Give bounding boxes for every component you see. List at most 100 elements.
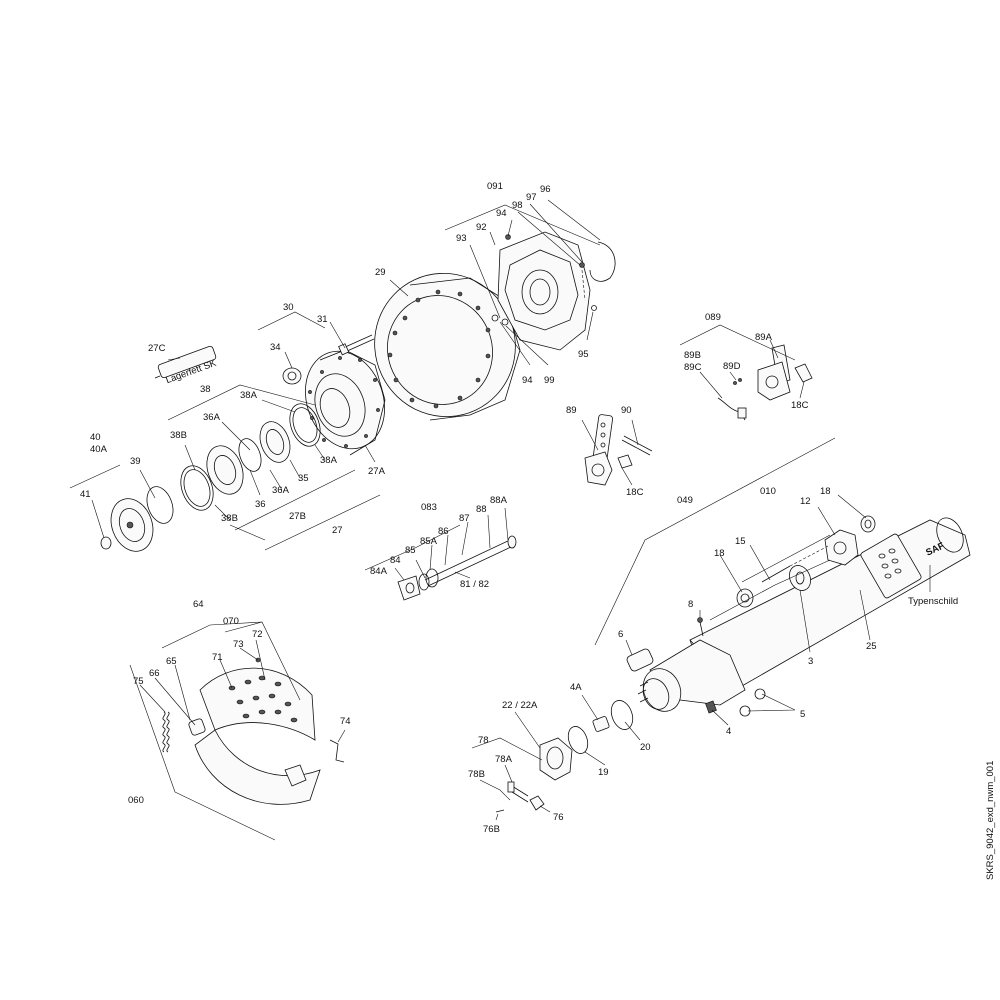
callout-label: 40	[90, 432, 101, 443]
callout-label: 25	[866, 641, 877, 652]
callout-label: 38A	[240, 390, 258, 401]
callout-label: 091	[487, 181, 503, 192]
callout-label: 36	[255, 499, 266, 510]
wheel-hub	[305, 349, 386, 456]
hub-cap	[100, 486, 174, 552]
brake-drum	[374, 272, 521, 421]
callout-label: 93	[456, 233, 467, 244]
wheel-nut	[282, 367, 302, 385]
callout-label: 36A	[272, 485, 290, 496]
callout-label: 31	[317, 314, 328, 325]
callout-label: 84A	[370, 566, 388, 577]
callout-label: 85A	[420, 536, 438, 547]
callout-label: 20	[640, 742, 651, 753]
callout-label: 4A	[570, 682, 582, 693]
brake-shoe-upper	[188, 657, 316, 741]
callout-label: 35	[298, 473, 309, 484]
callout-label: 18	[820, 486, 831, 497]
callout-label: 36A	[203, 412, 221, 423]
callout-label: 5	[800, 709, 805, 720]
callout-label: 38	[200, 384, 211, 395]
cam-bracket	[736, 515, 876, 608]
callout-label: 94	[496, 208, 507, 219]
callout-label: 96	[540, 184, 551, 195]
return-springs	[162, 711, 345, 763]
bearing-set	[180, 403, 321, 511]
typenschild-label: Typenschild	[908, 596, 958, 607]
callout-label: 8	[688, 599, 693, 610]
stub-axle	[626, 639, 746, 712]
callout-label: 3	[808, 656, 813, 667]
callout-label: 86	[438, 526, 449, 537]
callout-label: 15	[735, 536, 746, 547]
callout-label: 89	[566, 405, 577, 416]
callout-label: 71	[212, 652, 223, 663]
callout-label: 76	[553, 812, 564, 823]
dust-shield	[491, 231, 616, 351]
callout-label: 40A	[90, 444, 108, 455]
callout-label: 95	[578, 349, 589, 360]
callout-label: 76B	[483, 824, 500, 835]
callout-label: 92	[476, 222, 487, 233]
callout-label: 78B	[468, 769, 485, 780]
drawing-id: SKRS_9042_exd_nwm_001	[985, 761, 996, 880]
brake-shoe-lower	[194, 729, 321, 805]
callout-label: 74	[340, 716, 351, 727]
callout-label: 94	[522, 375, 533, 386]
callout-label: 81 / 82	[460, 579, 489, 590]
callout-label: 87	[459, 513, 470, 524]
callout-label: 41	[80, 489, 91, 500]
callout-label: 12	[800, 496, 811, 507]
callout-label: 010	[760, 486, 776, 497]
callout-label: 19	[598, 767, 609, 778]
leader-lines	[69, 199, 931, 841]
callout-label: 85	[405, 545, 416, 556]
callout-label: 6	[618, 629, 623, 640]
callout-label: 38A	[320, 455, 338, 466]
callout-label: 72	[252, 629, 263, 640]
axle-beam: SAF	[689, 517, 971, 691]
callout-label: 88A	[490, 495, 508, 506]
grease-tube	[154, 345, 217, 379]
callout-label: 27C	[148, 343, 166, 354]
callout-label: 30	[283, 302, 294, 313]
callout-label: 38B	[170, 430, 187, 441]
callout-label: 29	[375, 267, 386, 278]
callout-label: 88	[476, 504, 487, 515]
callout-label: 27B	[289, 511, 306, 522]
callout-label: 38B	[221, 513, 238, 524]
callout-label: 89A	[755, 332, 773, 343]
callout-label: 070	[223, 616, 239, 627]
callout-label: 75	[133, 676, 144, 687]
callout-label: 98	[512, 200, 523, 211]
slack-adjuster-left	[584, 414, 653, 486]
wheel-stud	[338, 334, 375, 356]
callout-label: 78	[478, 735, 489, 746]
callout-label: 78A	[495, 754, 513, 765]
callout-label: 27	[332, 525, 343, 536]
callout-label: 89B	[684, 350, 701, 361]
axle-nut-set	[539, 617, 766, 781]
callout-label: 089	[705, 312, 721, 323]
callout-label: 34	[270, 342, 281, 353]
callout-label: 049	[677, 495, 693, 506]
callout-label: 22 / 22A	[502, 700, 538, 711]
callout-label: 060	[128, 795, 144, 806]
callout-label: 083	[421, 502, 437, 513]
callout-label: 90	[621, 405, 632, 416]
callout-label: 66	[149, 668, 160, 679]
callout-label: 4	[726, 726, 731, 737]
callout-label: 27A	[368, 466, 386, 477]
callout-label: 18	[714, 548, 725, 559]
lock-pin-set	[495, 781, 545, 813]
callout-label: 73	[233, 639, 244, 650]
callout-label: 84	[390, 555, 401, 566]
callout-label: 18C	[791, 400, 809, 411]
callout-label: 39	[130, 456, 141, 467]
camshaft	[397, 535, 517, 601]
callout-label: 89D	[723, 361, 741, 372]
callout-label: 97	[526, 192, 537, 203]
callout-label: 89C	[684, 362, 702, 373]
callout-label: 65	[166, 656, 177, 667]
